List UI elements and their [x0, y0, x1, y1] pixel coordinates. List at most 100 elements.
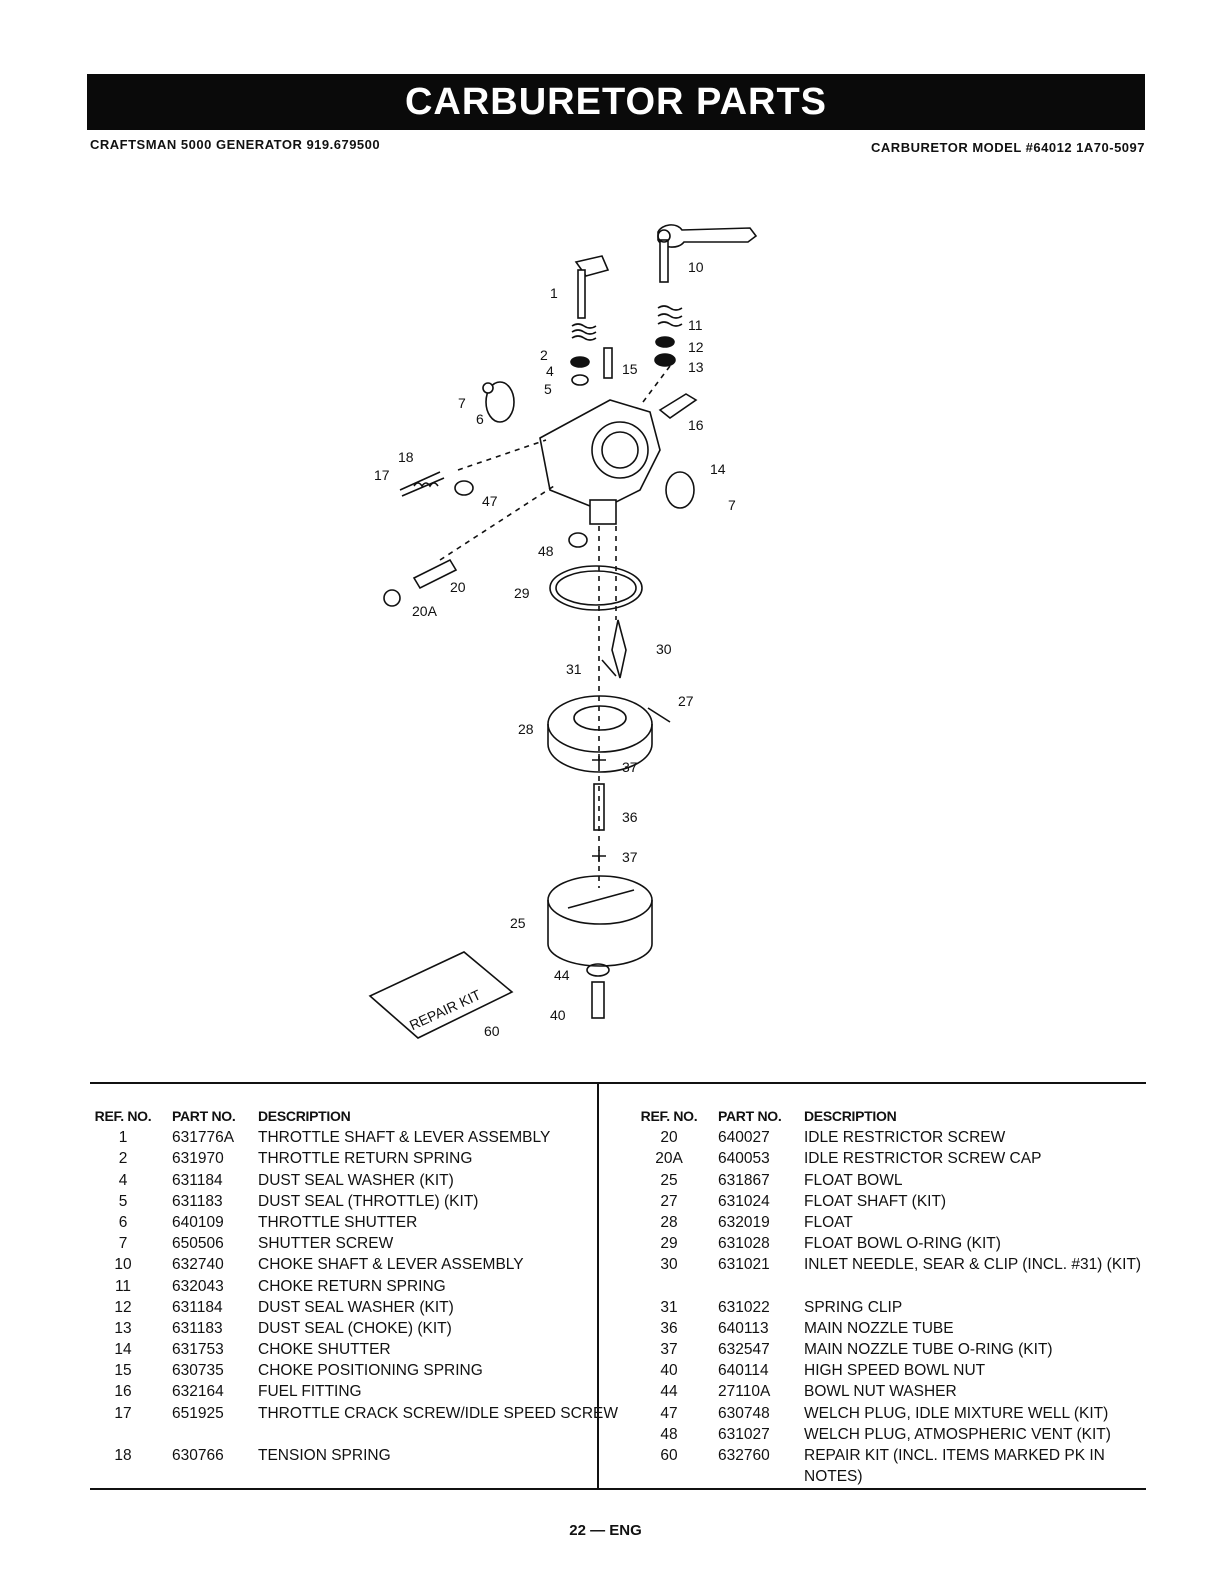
description-cell: IDLE RESTRICTOR SCREW CAP	[804, 1150, 1042, 1168]
ref-no-cell: 10	[114, 1256, 132, 1274]
column-divider	[597, 1082, 599, 1490]
part-no-cell: 631184	[172, 1171, 223, 1189]
ref-no-cell: 40	[660, 1362, 678, 1380]
ref-no-cell: 48	[660, 1425, 678, 1443]
ref-no-cell: 2	[118, 1150, 128, 1168]
callout-6: 6	[476, 411, 484, 427]
description-header: DESCRIPTION	[258, 1108, 351, 1124]
callout-11: 11	[688, 317, 703, 333]
callout-2: 2	[540, 347, 548, 363]
callout-20a: 20A	[412, 603, 438, 619]
part-no-cell: 631867	[718, 1171, 770, 1189]
callout-17: 17	[374, 467, 390, 483]
part-no-cell: 631970	[172, 1150, 224, 1168]
part-no-cell: 651925	[172, 1404, 224, 1422]
part-no-cell: 632547	[718, 1341, 770, 1359]
description-cell: MAIN NOZZLE TUBE O-RING (KIT)	[804, 1341, 1053, 1359]
callout-13: 13	[688, 359, 704, 375]
description-cell: BOWL NUT WASHER	[804, 1383, 957, 1401]
description-cell: MAIN NOZZLE TUBE	[804, 1319, 954, 1337]
callout-18: 18	[398, 449, 414, 465]
ref-no-cell: 29	[660, 1235, 678, 1253]
diagram-drawing	[383, 224, 758, 1019]
part-no-cell: 631021	[718, 1256, 770, 1274]
description-cell: CHOKE SHUTTER	[258, 1341, 391, 1359]
callout-1: 1	[550, 285, 558, 301]
callout-48: 48	[538, 543, 554, 559]
ref-no-cell: 17	[114, 1404, 132, 1422]
part-no-cell: 630766	[172, 1447, 224, 1465]
description-cell: THROTTLE CRACK SCREW/IDLE SPEED SCREW	[258, 1404, 618, 1422]
description-cell: CHOKE RETURN SPRING	[258, 1277, 446, 1295]
part-no-cell: 632019	[718, 1213, 770, 1231]
callout-7: 7	[458, 395, 466, 411]
callout-14: 14	[710, 461, 726, 477]
description-cell: DUST SEAL (CHOKE) (KIT)	[258, 1319, 452, 1337]
description-header: DESCRIPTION	[804, 1108, 897, 1124]
callout-16: 16	[688, 417, 704, 433]
callout-4: 4	[546, 363, 554, 379]
description-cell: FLOAT BOWL	[804, 1171, 903, 1189]
part-no-cell: 631183	[172, 1319, 223, 1337]
generator-model: CRAFTSMAN 5000 GENERATOR 919.679500	[90, 137, 381, 152]
part-no-cell: 631027	[718, 1425, 770, 1443]
callout-7: 7	[728, 497, 736, 513]
ref-no-cell: 15	[114, 1362, 132, 1380]
ref-no-cell: 20	[660, 1129, 678, 1147]
callout-labels: 12456771011121314151617182020A2527282930…	[374, 259, 736, 1039]
part-no-cell: 631024	[718, 1192, 770, 1210]
ref-no-cell: 27	[660, 1192, 678, 1210]
description-cell: SPRING CLIP	[804, 1298, 903, 1316]
ref-no-cell: 5	[118, 1192, 128, 1210]
part-no-cell: 631028	[718, 1235, 770, 1253]
ref-no-cell: 36	[660, 1319, 678, 1337]
description-cell: HIGH SPEED BOWL NUT	[804, 1362, 986, 1380]
ref-no-cell: 44	[660, 1383, 678, 1401]
part-no-cell: 631183	[172, 1192, 223, 1210]
callout-12: 12	[688, 339, 704, 355]
callout-25: 25	[510, 915, 526, 931]
ref-no-cell: 60	[660, 1447, 678, 1465]
part-no-header: PART NO.	[172, 1108, 236, 1124]
part-no-cell: 631753	[172, 1341, 224, 1359]
description-cell: FLOAT	[804, 1213, 853, 1231]
description-cell: TENSION SPRING	[258, 1447, 391, 1465]
ref-no-cell: 4	[118, 1171, 128, 1189]
carburetor-model: CARBURETOR MODEL #64012 1A70-5097	[871, 140, 1145, 155]
part-no-cell: 650506	[172, 1235, 224, 1253]
callout-37: 37	[622, 849, 638, 865]
ref-no-cell: 37	[660, 1341, 678, 1359]
callout-36: 36	[622, 809, 638, 825]
part-no-cell: 630735	[172, 1362, 224, 1380]
ref-no-cell: 7	[118, 1235, 128, 1253]
description-cell: FUEL FITTING	[258, 1383, 362, 1401]
description-cell: DUST SEAL WASHER (KIT)	[258, 1171, 454, 1189]
callout-31: 31	[566, 661, 582, 677]
part-no-cell: 631022	[718, 1298, 770, 1316]
part-no-cell: 640114	[718, 1362, 769, 1380]
description-cell: IDLE RESTRICTOR SCREW	[804, 1129, 1006, 1147]
part-no-cell: 640109	[172, 1213, 224, 1231]
part-no-header: PART NO.	[718, 1108, 782, 1124]
description-cell: CHOKE SHAFT & LEVER ASSEMBLY	[258, 1256, 524, 1274]
ref-no-cell: 31	[660, 1298, 678, 1316]
description-cell: THROTTLE SHUTTER	[258, 1213, 418, 1231]
description-cell: THROTTLE SHAFT & LEVER ASSEMBLY	[258, 1129, 551, 1147]
part-no-cell: 632043	[172, 1277, 224, 1295]
part-no-cell: 631776A	[172, 1129, 235, 1147]
ref-no-cell: 12	[114, 1298, 132, 1316]
description-cell: WELCH PLUG, ATMOSPHERIC VENT (KIT)	[804, 1425, 1111, 1443]
part-no-cell: 632164	[172, 1383, 224, 1401]
ref-no-cell: 1	[118, 1129, 128, 1147]
callout-60: 60	[484, 1023, 500, 1039]
ref-no-cell: 20A	[655, 1150, 683, 1168]
ref-no-header: REF. NO.	[94, 1108, 152, 1124]
callout-30: 30	[656, 641, 672, 657]
description-cell: DUST SEAL WASHER (KIT)	[258, 1298, 454, 1316]
part-no-cell: 27110A	[718, 1383, 771, 1401]
callout-44: 44	[554, 967, 570, 983]
part-no-cell: 640053	[718, 1150, 770, 1168]
part-no-cell: 632740	[172, 1256, 224, 1274]
description-cell: REPAIR KIT (INCL. ITEMS MARKED PK IN NOT…	[804, 1447, 1105, 1486]
callout-37: 37	[622, 759, 638, 775]
